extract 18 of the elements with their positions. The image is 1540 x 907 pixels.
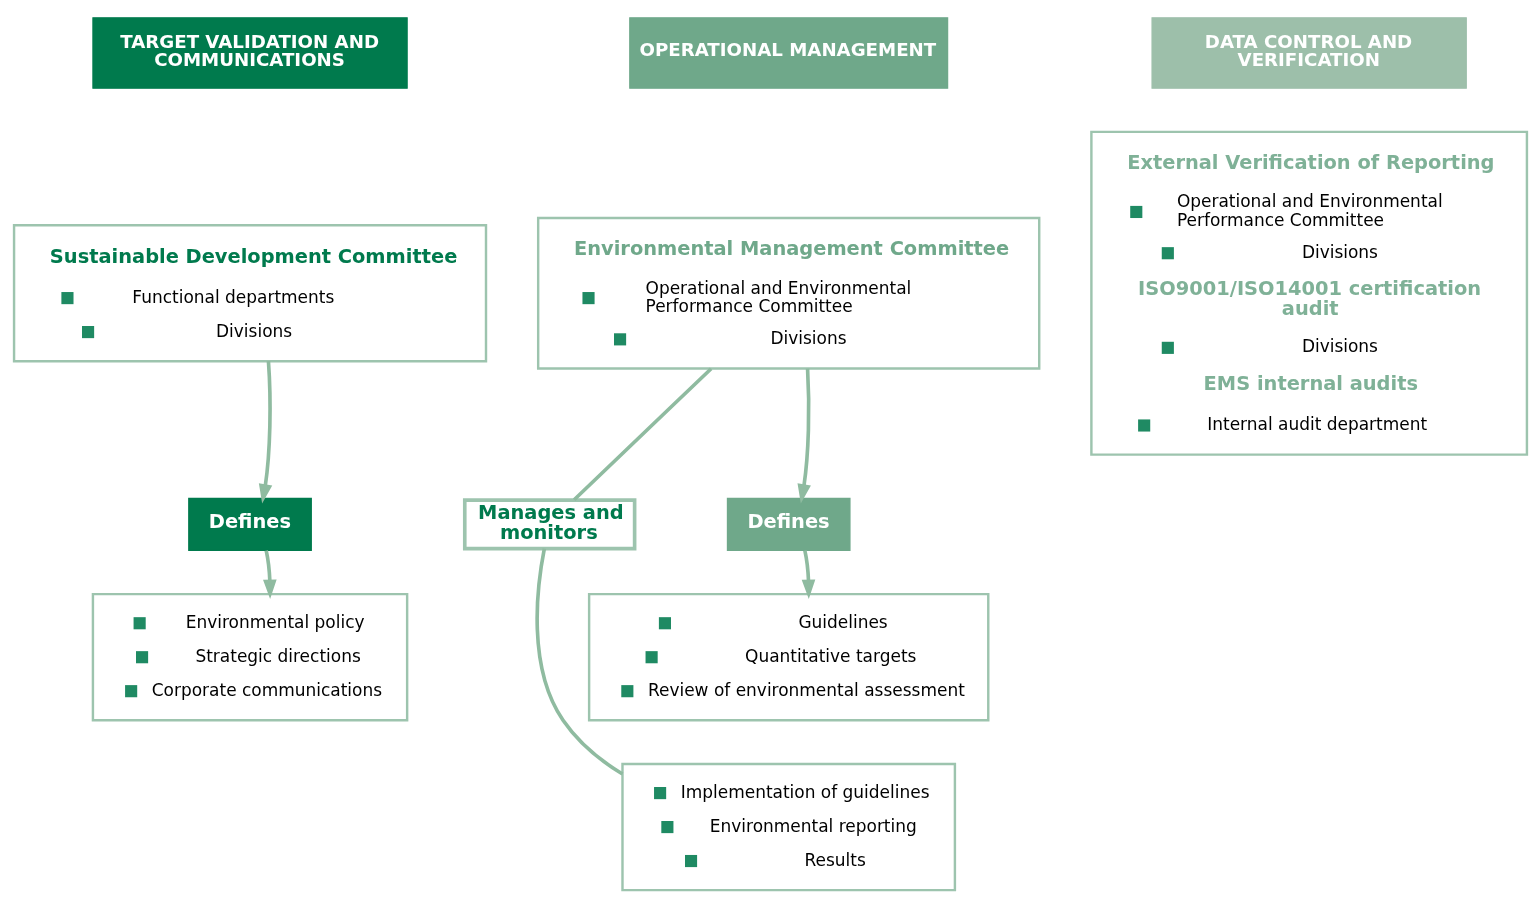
node-box: External Verification of Reporting Operational and Environmental Performance Committee Divisions ISO9001/ISO14001 certification audit Divisions EMS internal audits Internal audit department [1089, 130, 1528, 456]
node-box: Sustainable Development Committee Functional departments Divisions [12, 223, 487, 362]
connector [572, 366, 712, 501]
node-box: DATA CONTROL AND VERIFICATION [1150, 16, 1467, 89]
arrow [262, 549, 277, 599]
connector [534, 547, 623, 776]
node-box: TARGET VALIDATION AND COMMUNICATIONS [91, 16, 408, 89]
node-box: Manages and monitors [462, 497, 636, 550]
node-box: Defines [726, 497, 851, 551]
arrow [801, 549, 815, 599]
node-box: Environmental Management Committee Operational and Environmental Performance Committee Divisions [536, 216, 1040, 370]
node-box: OPERATIONAL MANAGEMENT [628, 16, 948, 89]
arrow [797, 368, 811, 504]
node-box: Guidelines Quantitative targets Review of environmental assessment [587, 592, 989, 721]
node-box: Defines [187, 497, 312, 551]
arrow [258, 360, 272, 503]
node-box: Environmental policy Strategic directions Corporate communications [91, 592, 408, 721]
node-box: Implementation of guidelines Environmental reporting Results [620, 762, 956, 891]
